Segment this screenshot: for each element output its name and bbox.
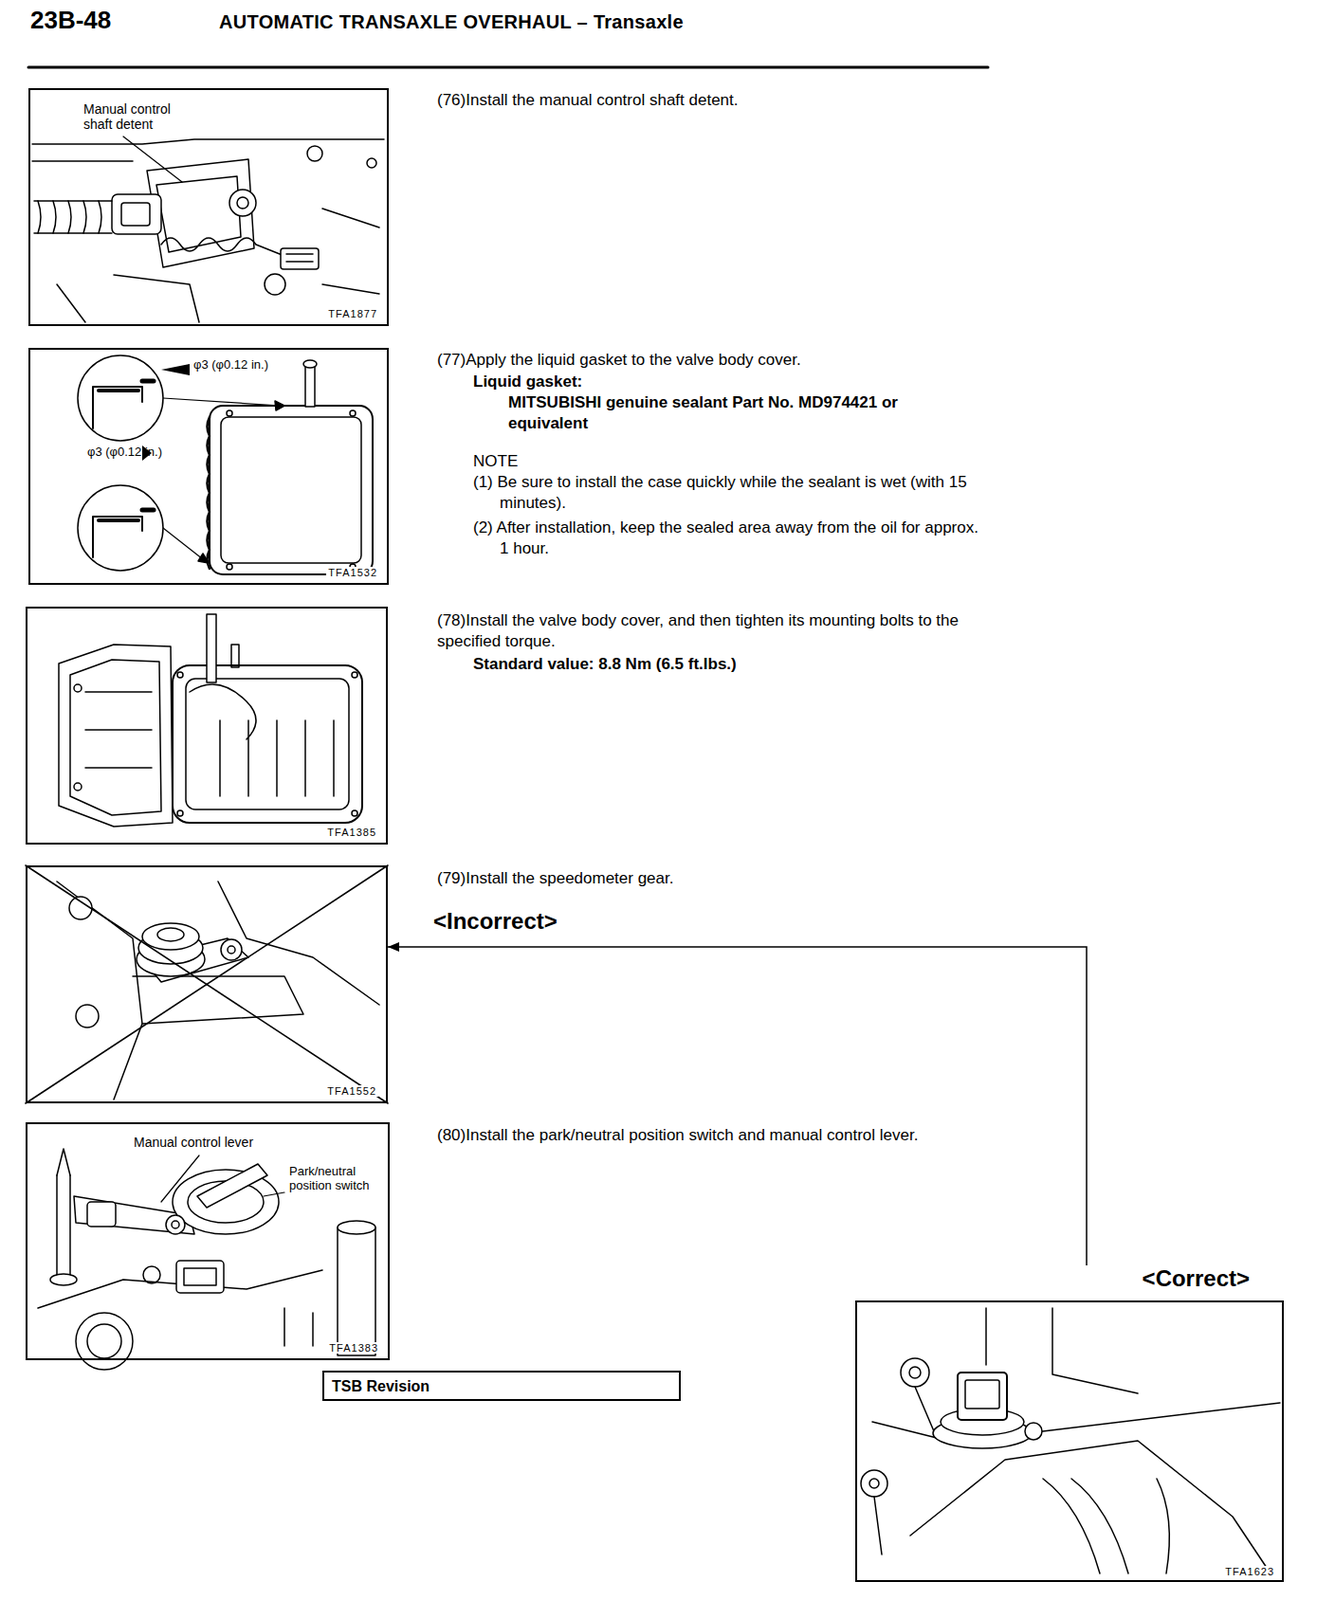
step-text: (79)Install the speedometer gear. — [437, 868, 988, 890]
figure-heading: <Correct> — [1142, 1265, 1250, 1293]
page-number: 23B-48 — [30, 5, 202, 35]
figure-code: TFA1532 — [326, 566, 380, 579]
revision-box: TSB Revision — [322, 1371, 681, 1402]
figure-panel: Manual control shaft detentTFA1877 — [28, 88, 389, 327]
figure-frame — [855, 1300, 1284, 1583]
spec-heading: Liquid gasket: — [473, 371, 986, 393]
speedometer-incorrect-illustration — [25, 865, 388, 1104]
revision-label: TSB Revision — [331, 1377, 430, 1397]
step-text: (80)Install the park/neutral position sw… — [437, 1125, 988, 1147]
figure-panel: TFA1552 — [25, 865, 388, 1104]
figure-code: TFA1623 — [1223, 1566, 1277, 1578]
figure-code: TFA1877 — [326, 308, 380, 320]
figure-panel: φ3 (φ0.12 in.) φ3 (φ0.12 in.) TFA1532 — [28, 347, 389, 586]
speedometer-correct-illustration — [860, 1308, 1281, 1574]
detent-illustration — [32, 136, 385, 323]
note-heading: NOTE — [473, 451, 986, 473]
spec-value: Standard value: 8.8 Nm (6.5 ft.lbs.) — [473, 654, 986, 676]
note-text: (2) After installation, keep the sealed … — [473, 517, 990, 560]
dimension-label: φ3 (φ0.12 in.) — [193, 357, 270, 372]
figure-panel: Manual control leverPark/neutral positio… — [25, 1122, 390, 1361]
page-title: AUTOMATIC TRANSAXLE OVERHAUL – Transaxle — [219, 9, 684, 35]
connector-line — [387, 947, 1087, 1266]
figure-code: TFA1385 — [325, 826, 379, 839]
figure-code: TFA1552 — [325, 1085, 379, 1098]
callout-arrow — [387, 942, 1087, 1266]
figure-code: TFA1383 — [327, 1342, 381, 1354]
step-text: (77)Apply the liquid gasket to the valve… — [437, 349, 988, 371]
note-text: (1) Be sure to install the case quickly … — [473, 472, 990, 514]
figure-panel: TFA1385 — [25, 606, 388, 845]
dimension-label: φ3 (φ0.12 in.) — [87, 444, 164, 459]
leader-line — [161, 1155, 200, 1203]
step-text: (76)Install the manual control shaft det… — [437, 90, 988, 111]
cross-out-line — [25, 865, 388, 1104]
figure-panel: <Correct> TFA1623 — [855, 1265, 1284, 1583]
leader-line — [263, 1192, 285, 1197]
header-rule — [28, 66, 988, 70]
arrowhead — [387, 942, 400, 952]
cross-out-line — [25, 865, 388, 1104]
step-text: (78)Install the valve body cover, and th… — [437, 610, 988, 653]
figure-heading: <Incorrect> — [433, 908, 718, 935]
transaxle-illustration — [58, 614, 363, 827]
part-label: Park/neutral position switch — [289, 1164, 385, 1193]
part-label: Manual control lever — [133, 1134, 300, 1151]
leader-line — [123, 136, 183, 183]
gasket-illustration — [77, 355, 373, 575]
part-label: Manual control shaft detent — [83, 101, 198, 132]
spec-value: MITSUBISHI genuine sealant Part No. MD97… — [508, 392, 940, 435]
